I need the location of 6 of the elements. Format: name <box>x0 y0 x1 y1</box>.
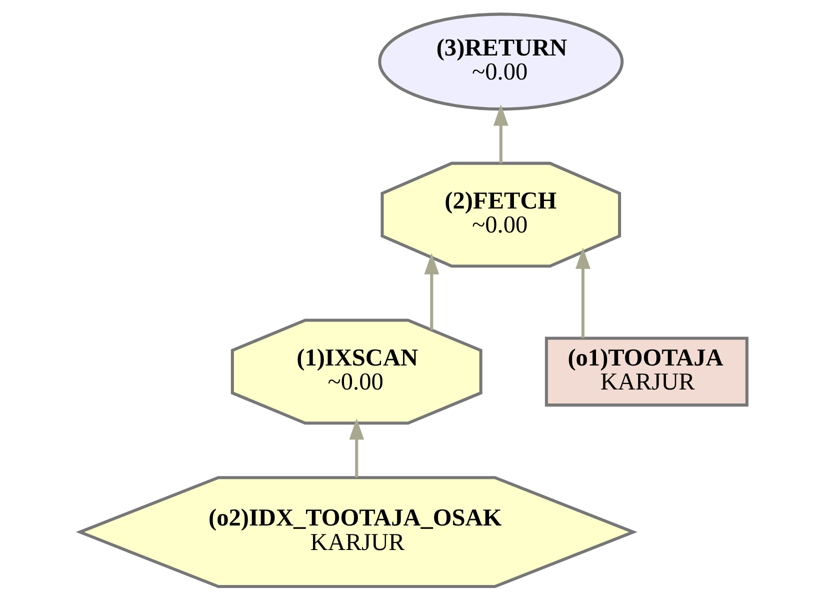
node-ellipse: (3)RETURN ~0.00 <box>378 12 624 111</box>
arrow <box>348 418 364 478</box>
arrow <box>492 104 508 164</box>
arrow <box>575 248 590 338</box>
node-box: (o1)TOOTAJA KARJUR <box>544 336 748 407</box>
arrow <box>424 253 439 330</box>
